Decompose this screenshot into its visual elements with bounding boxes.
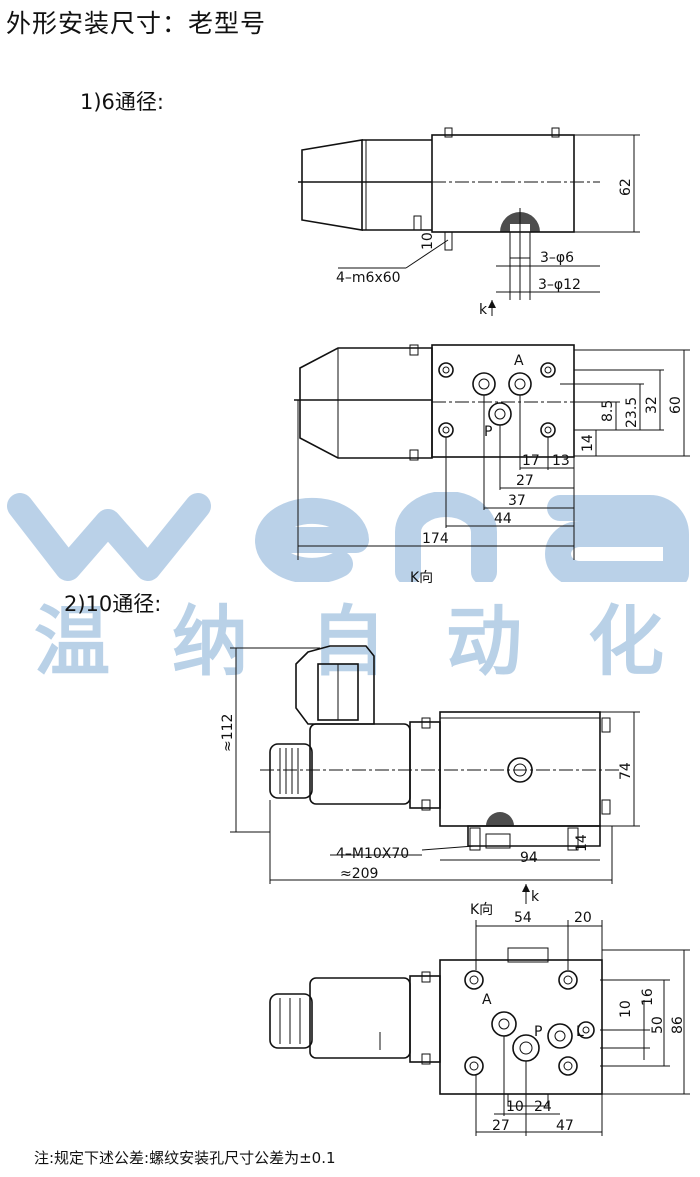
dim-10-bottom: 10 (506, 1099, 524, 1115)
diagram-6-side-view (298, 127, 640, 316)
dim-44: 44 (494, 511, 512, 527)
dim-8-5: 8.5 (600, 400, 616, 422)
dim-10-right: 10 (618, 1000, 634, 1018)
dim-60: 60 (668, 396, 684, 414)
dim-13: 13 (552, 453, 570, 469)
dim-screws-m6: 4–m6x60 (336, 270, 401, 286)
page-title: 外形安装尺寸：老型号 (6, 9, 267, 38)
watermark-char: 化 (588, 597, 664, 686)
dim-20: 20 (574, 910, 592, 926)
port-label-p-2: P (534, 1024, 542, 1040)
view-label-k: K向 (410, 570, 433, 586)
watermark-char: 动 (446, 597, 522, 686)
dim-47: 47 (556, 1118, 574, 1134)
section-label-6: 1)6通径: (80, 90, 164, 114)
dim-94: 94 (520, 850, 538, 866)
dim-23-5: 23.5 (624, 397, 640, 428)
dim-37: 37 (508, 493, 526, 509)
diagram-10-k-view (269, 920, 690, 1136)
dim-50: 50 (650, 1016, 666, 1034)
section-label-10: 2)10通径: (64, 592, 162, 616)
dim-54: 54 (514, 910, 532, 926)
k-arrow-label-2: k (531, 889, 540, 905)
dim-16: 16 (640, 988, 656, 1006)
port-label-l: L (576, 1024, 584, 1040)
dim-approx-209: ≈209 (340, 866, 378, 882)
watermark-char: 纳 (172, 597, 248, 686)
dim-27-bottom: 27 (492, 1118, 510, 1134)
port-label-a: A (514, 353, 524, 369)
dim-10: 10 (420, 232, 436, 250)
dim-32: 32 (644, 396, 660, 414)
diagram-6-k-view (294, 344, 690, 560)
view-label-k-2: K向 (470, 902, 493, 918)
port-label-p: P (484, 424, 492, 440)
dim-24: 24 (534, 1099, 552, 1115)
dim-74: 74 (618, 762, 634, 780)
port-label-a-2: A (482, 992, 492, 1008)
diagram-10-side-view (230, 645, 640, 904)
watermark-char: 温 (34, 597, 110, 686)
k-arrow-label: k (479, 302, 488, 318)
dim-27: 27 (516, 473, 534, 489)
dim-14: 14 (580, 434, 596, 452)
dim-screws-m10: 4–M10X70 (336, 846, 409, 862)
dim-3-phi6: 3–φ6 (540, 250, 574, 266)
tolerance-note: 注:规定下述公差:螺纹安装孔尺寸公差为±0.1 (34, 1149, 336, 1167)
dim-86: 86 (670, 1016, 686, 1034)
dim-14-small: 14 (574, 834, 590, 852)
dim-174: 174 (422, 531, 449, 547)
dim-17: 17 (522, 453, 540, 469)
dim-approx-112: ≈112 (220, 714, 236, 752)
dim-62: 62 (618, 178, 634, 196)
dim-3-phi12: 3–φ12 (538, 277, 581, 293)
